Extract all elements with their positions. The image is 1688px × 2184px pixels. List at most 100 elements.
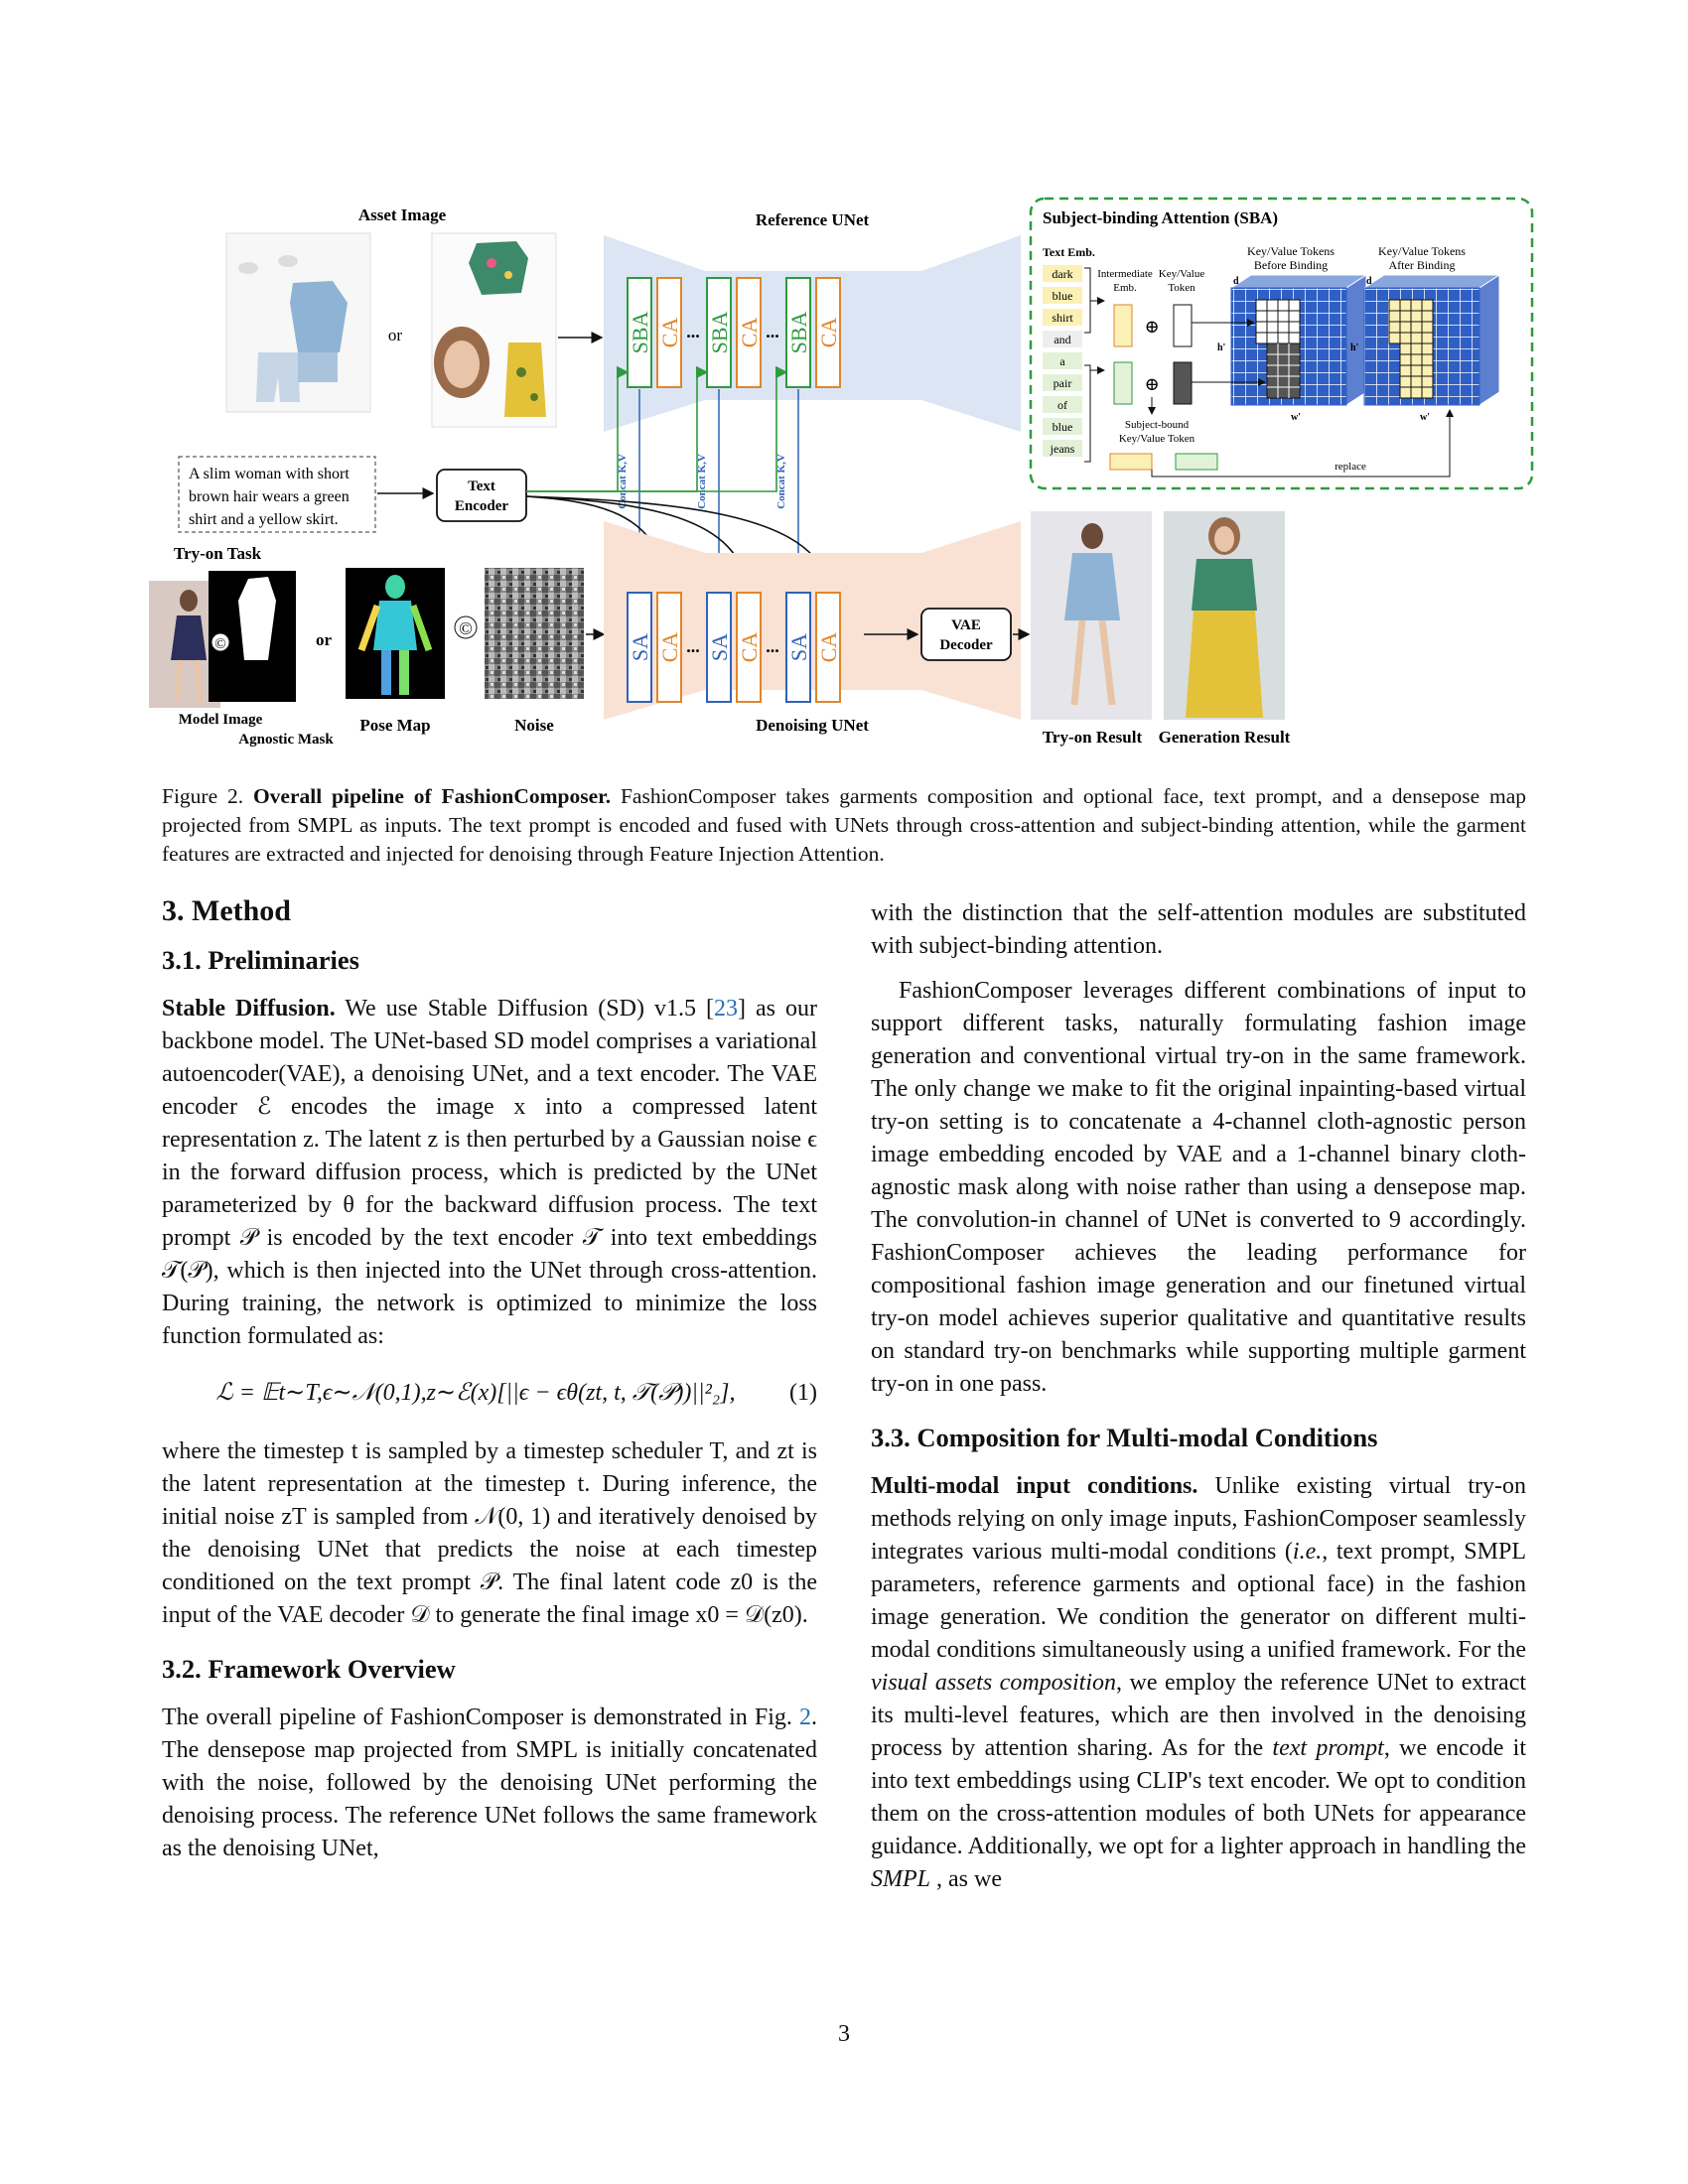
agnostic-mask-image <box>209 571 296 702</box>
token-label: blue <box>1053 420 1073 434</box>
pose-map-label: Pose Map <box>359 716 430 735</box>
svg-text:h': h' <box>1217 342 1226 353</box>
svg-text:CA: CA <box>737 318 762 348</box>
svg-text:Key/Value Token: Key/Value Token <box>1119 433 1196 445</box>
figure-2-pipeline: Asset Image or Reference UNet SBA CA ... <box>149 194 1539 769</box>
ref-sba-block-2: SBA <box>706 277 732 388</box>
token-label: jeans <box>1050 442 1075 456</box>
svg-text:CA: CA <box>816 632 841 663</box>
token-box <box>1043 396 1082 413</box>
subsection-preliminaries: 3.1. Preliminaries <box>162 945 359 975</box>
or-label-2: or <box>316 630 333 649</box>
token-box <box>1043 352 1082 369</box>
prompt-box <box>178 456 376 533</box>
text-to-sba-lines <box>526 365 788 492</box>
generation-result-image <box>1164 511 1285 720</box>
svg-text:d: d <box>1233 276 1239 287</box>
token-box <box>1043 374 1082 391</box>
citation-23[interactable]: 23 <box>713 996 738 1022</box>
caption-bold: Overall pipeline of FashionComposer. <box>252 784 612 808</box>
left-column: 3. Method 3.1. Preliminaries Stable Diff… <box>162 893 817 1877</box>
token-box <box>1043 440 1082 457</box>
den-sa-block-1: SA <box>627 592 652 703</box>
svg-text:SBA: SBA <box>628 311 652 353</box>
prompt-line-3: shirt and a yellow skirt. <box>189 511 339 528</box>
token-label: shirt <box>1052 311 1073 325</box>
svg-text:h': h' <box>1350 342 1359 353</box>
generation-result-label: Generation Result <box>1159 728 1291 747</box>
ref-dots-1: ... <box>686 322 700 341</box>
svg-text:Decoder: Decoder <box>939 637 993 653</box>
concat-kv-label-1: Concat K,V <box>617 454 629 509</box>
concat-kv-label-3: Concat K,V <box>775 454 787 509</box>
stable-diffusion-paragraph: Stable Diffusion. We use Stable Diffusio… <box>162 996 817 1349</box>
intermediate-emb-green <box>1113 361 1133 405</box>
text-emb-label: Text Emb. <box>1043 245 1095 259</box>
svg-text:Token: Token <box>1168 282 1196 294</box>
token-box <box>1043 309 1082 326</box>
copyright-symbol-2: © <box>459 618 473 638</box>
prompt-line-2: brown hair wears a green <box>189 488 350 505</box>
token-box <box>1043 418 1082 435</box>
after-equation-paragraph: where the timestep t is sampled by a tim… <box>162 1438 817 1628</box>
sba-title: Subject-binding Attention (SBA) <box>1043 208 1278 227</box>
token-label: dark <box>1052 267 1072 281</box>
asset-image-label: Asset Image <box>358 205 447 224</box>
figure-caption: Figure 2. Overall pipeline of FashionCom… <box>162 782 1526 869</box>
svg-text:SA: SA <box>707 633 732 661</box>
svg-text:Before Binding: Before Binding <box>1254 258 1328 272</box>
token-label: a <box>1059 354 1065 368</box>
den-sa-block-2: SA <box>706 592 732 703</box>
page-number: 3 <box>838 2021 850 2047</box>
tryon-task-label: Try-on Task <box>174 544 262 563</box>
svg-text:w': w' <box>1420 412 1430 423</box>
equation-1: ℒ = 𝔼t∼T,ϵ∼𝒩(0,1),z∼ℰ(x)[||ϵ − ϵθ(zt, t,… <box>162 1377 817 1410</box>
svg-text:CA: CA <box>737 632 762 663</box>
tryon-result-image <box>1031 511 1152 720</box>
token-label: of <box>1057 398 1067 412</box>
den-ca-block-1: CA <box>656 592 682 703</box>
den-ca-block-2: CA <box>736 592 762 703</box>
svg-text:CA: CA <box>657 632 682 663</box>
text-encoder-box <box>436 469 527 522</box>
noise-image <box>485 568 584 699</box>
ref-ca-block-2: CA <box>736 277 762 388</box>
svg-text:⊕: ⊕ <box>1144 317 1159 337</box>
svg-text:Subject-bound: Subject-bound <box>1125 419 1190 431</box>
copyright-symbol-1: © <box>214 636 225 652</box>
kv-token-gray <box>1173 361 1193 405</box>
ref-sba-block-1: SBA <box>627 277 652 388</box>
caption-text: FashionComposer takes garments compositi… <box>162 784 1527 866</box>
svg-text:Key/Value: Key/Value <box>1159 268 1205 280</box>
or-label-1: or <box>388 326 403 344</box>
right-paragraph-1: with the distinction that the self-atten… <box>871 900 1526 959</box>
token-box <box>1043 331 1082 347</box>
token-box <box>1043 287 1082 304</box>
svg-text:replace: replace <box>1335 461 1366 473</box>
svg-text:⊕: ⊕ <box>1144 374 1159 394</box>
svg-text:VAE: VAE <box>951 617 981 633</box>
multimodal-paragraph: Multi-modal input conditions. Unlike exi… <box>871 1473 1527 1892</box>
pose-map-image <box>346 568 445 699</box>
model-image-label: Model Image <box>179 712 263 728</box>
svg-text:Key/Value Tokens: Key/Value Tokens <box>1247 244 1335 258</box>
denoising-unet-label: Denoising UNet <box>756 716 869 735</box>
ref-dots-2: ... <box>766 322 779 341</box>
token-label: and <box>1054 333 1070 346</box>
ref-ca-block-1: CA <box>656 277 682 388</box>
concat-kv-label-2: Concat K,V <box>696 454 708 509</box>
tryon-result-label: Try-on Result <box>1043 728 1143 747</box>
ref-sba-block-3: SBA <box>785 277 811 388</box>
den-dots-2: ... <box>766 636 779 656</box>
noise-label: Noise <box>514 716 554 735</box>
den-ca-block-3: CA <box>815 592 841 703</box>
reference-unet-label: Reference UNet <box>756 210 870 229</box>
figure-ref-2[interactable]: 2 <box>799 1705 811 1730</box>
svg-text:CA: CA <box>816 318 841 348</box>
svg-text:Emb.: Emb. <box>1113 282 1137 294</box>
subsection-framework: 3.2. Framework Overview <box>162 1654 456 1684</box>
subsection-composition: 3.3. Composition for Multi-modal Conditi… <box>871 1423 1378 1452</box>
sba-panel: Subject-binding Attention (SBA) Text Emb… <box>1029 197 1534 490</box>
sd-title: Stable Diffusion. <box>162 996 336 1022</box>
